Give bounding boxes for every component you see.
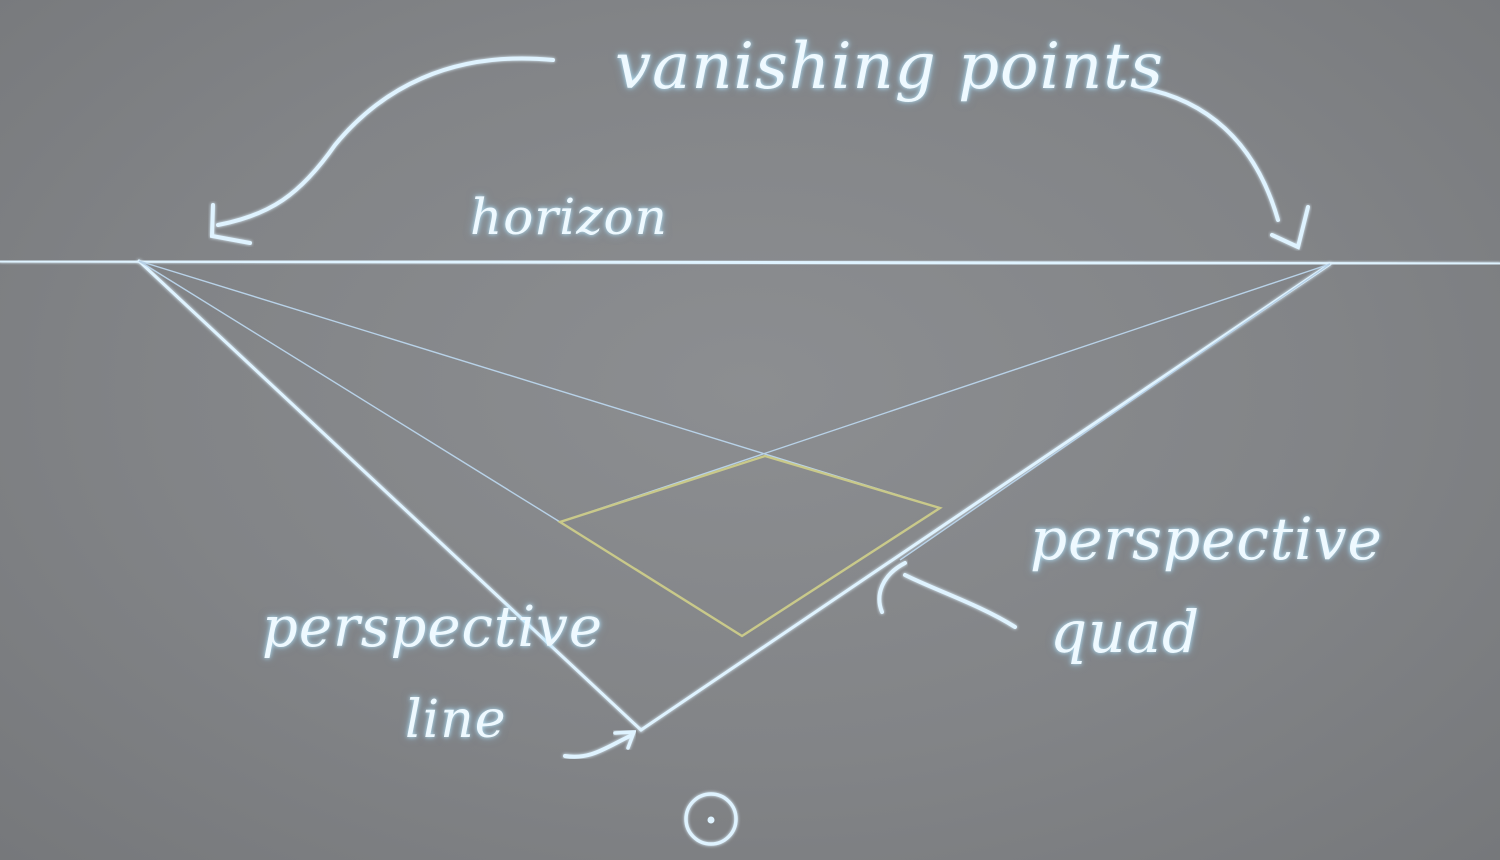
- perspective-quad-label-line2: quad: [1050, 598, 1201, 666]
- construction-line-right-a: [559, 263, 1331, 523]
- construction-line-left-b: [138, 260, 941, 509]
- target-center-dot: [707, 816, 715, 824]
- perspective-line-right: [639, 262, 1332, 732]
- vanishing-points-label: vanishing points: [615, 30, 1164, 104]
- construction-line-left-a: [138, 260, 561, 523]
- arrow-to-right-vanishing-point: [1140, 86, 1280, 222]
- perspective-line-label-line2: line: [405, 690, 507, 750]
- arrowhead-quad: [877, 561, 907, 614]
- arrow-to-quad: [903, 573, 1017, 629]
- arrowhead-right-vanishing-point: [1270, 205, 1310, 250]
- construction-line-right-b: [899, 263, 1331, 561]
- circle-dot-icon[interactable]: [684, 792, 738, 846]
- horizon-label: horizon: [470, 188, 668, 246]
- perspective-line-label-line1: perspective: [262, 595, 604, 660]
- arrowhead-left-vanishing-point: [209, 203, 252, 245]
- arrow-to-left-vanishing-point: [216, 56, 555, 227]
- horizon-line: [0, 259, 1500, 266]
- arrow-to-vertex: [563, 734, 632, 759]
- perspective-quad-label-line1: perspective: [1030, 505, 1383, 573]
- arrowhead-vertex: [613, 730, 637, 750]
- perspective-line-left: [137, 259, 643, 732]
- perspective-quad: [557, 454, 943, 638]
